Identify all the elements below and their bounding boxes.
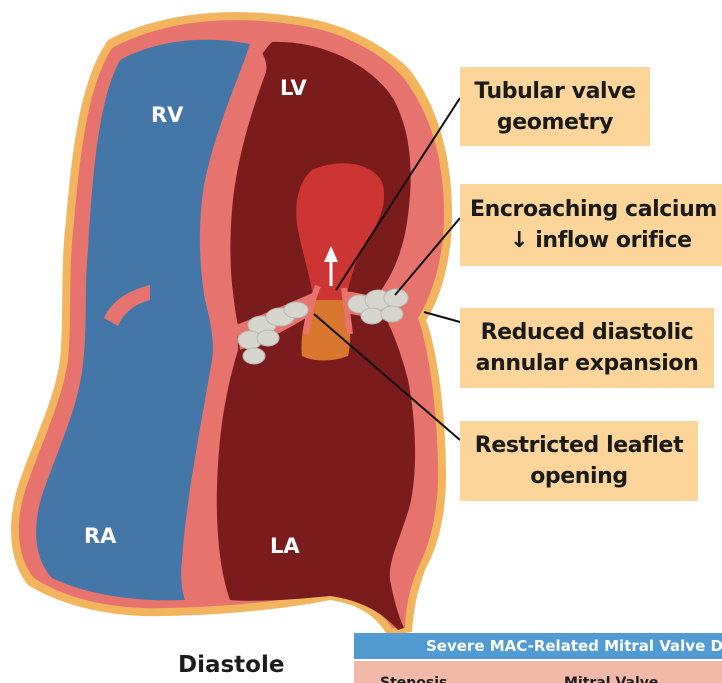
label-rv: RV	[151, 103, 184, 127]
label-lv: LV	[280, 76, 307, 100]
table-col-stenosis: Stenosis	[380, 675, 447, 683]
callout-tubular-line-1: Tubular valve	[474, 76, 635, 107]
label-ra: RA	[84, 524, 117, 548]
panel-title: Diastole	[178, 652, 284, 678]
table-subheader: Stenosis Mitral Valve	[354, 661, 722, 683]
callout-calcium-line-2: ↓ inflow orifice	[470, 225, 692, 256]
callout-encroaching-calcium: Encroaching calcium ↓ inflow orifice	[460, 184, 722, 266]
callout-restricted-leaflet-opening: Restricted leaflet opening	[460, 421, 698, 501]
table-col-mitral-valve: Mitral Valve	[564, 675, 658, 683]
callout-tubular-line-2: geometry	[497, 107, 613, 138]
callout-tubular-valve-geometry: Tubular valve geometry	[460, 67, 650, 146]
callout-annular-line-2: annular expansion	[476, 348, 699, 379]
table-header: Severe MAC-Related Mitral Valve Dysfunct…	[354, 633, 722, 659]
callout-leaflet-line-1: Restricted leaflet	[475, 430, 683, 461]
callout-annular-line-1: Reduced diastolic	[481, 317, 694, 348]
callout-reduced-diastolic-expansion: Reduced diastolic annular expansion	[460, 308, 714, 388]
callout-calcium-line-1: Encroaching calcium	[470, 194, 717, 225]
label-la: LA	[270, 534, 300, 558]
callout-leaflet-line-2: opening	[530, 461, 628, 492]
